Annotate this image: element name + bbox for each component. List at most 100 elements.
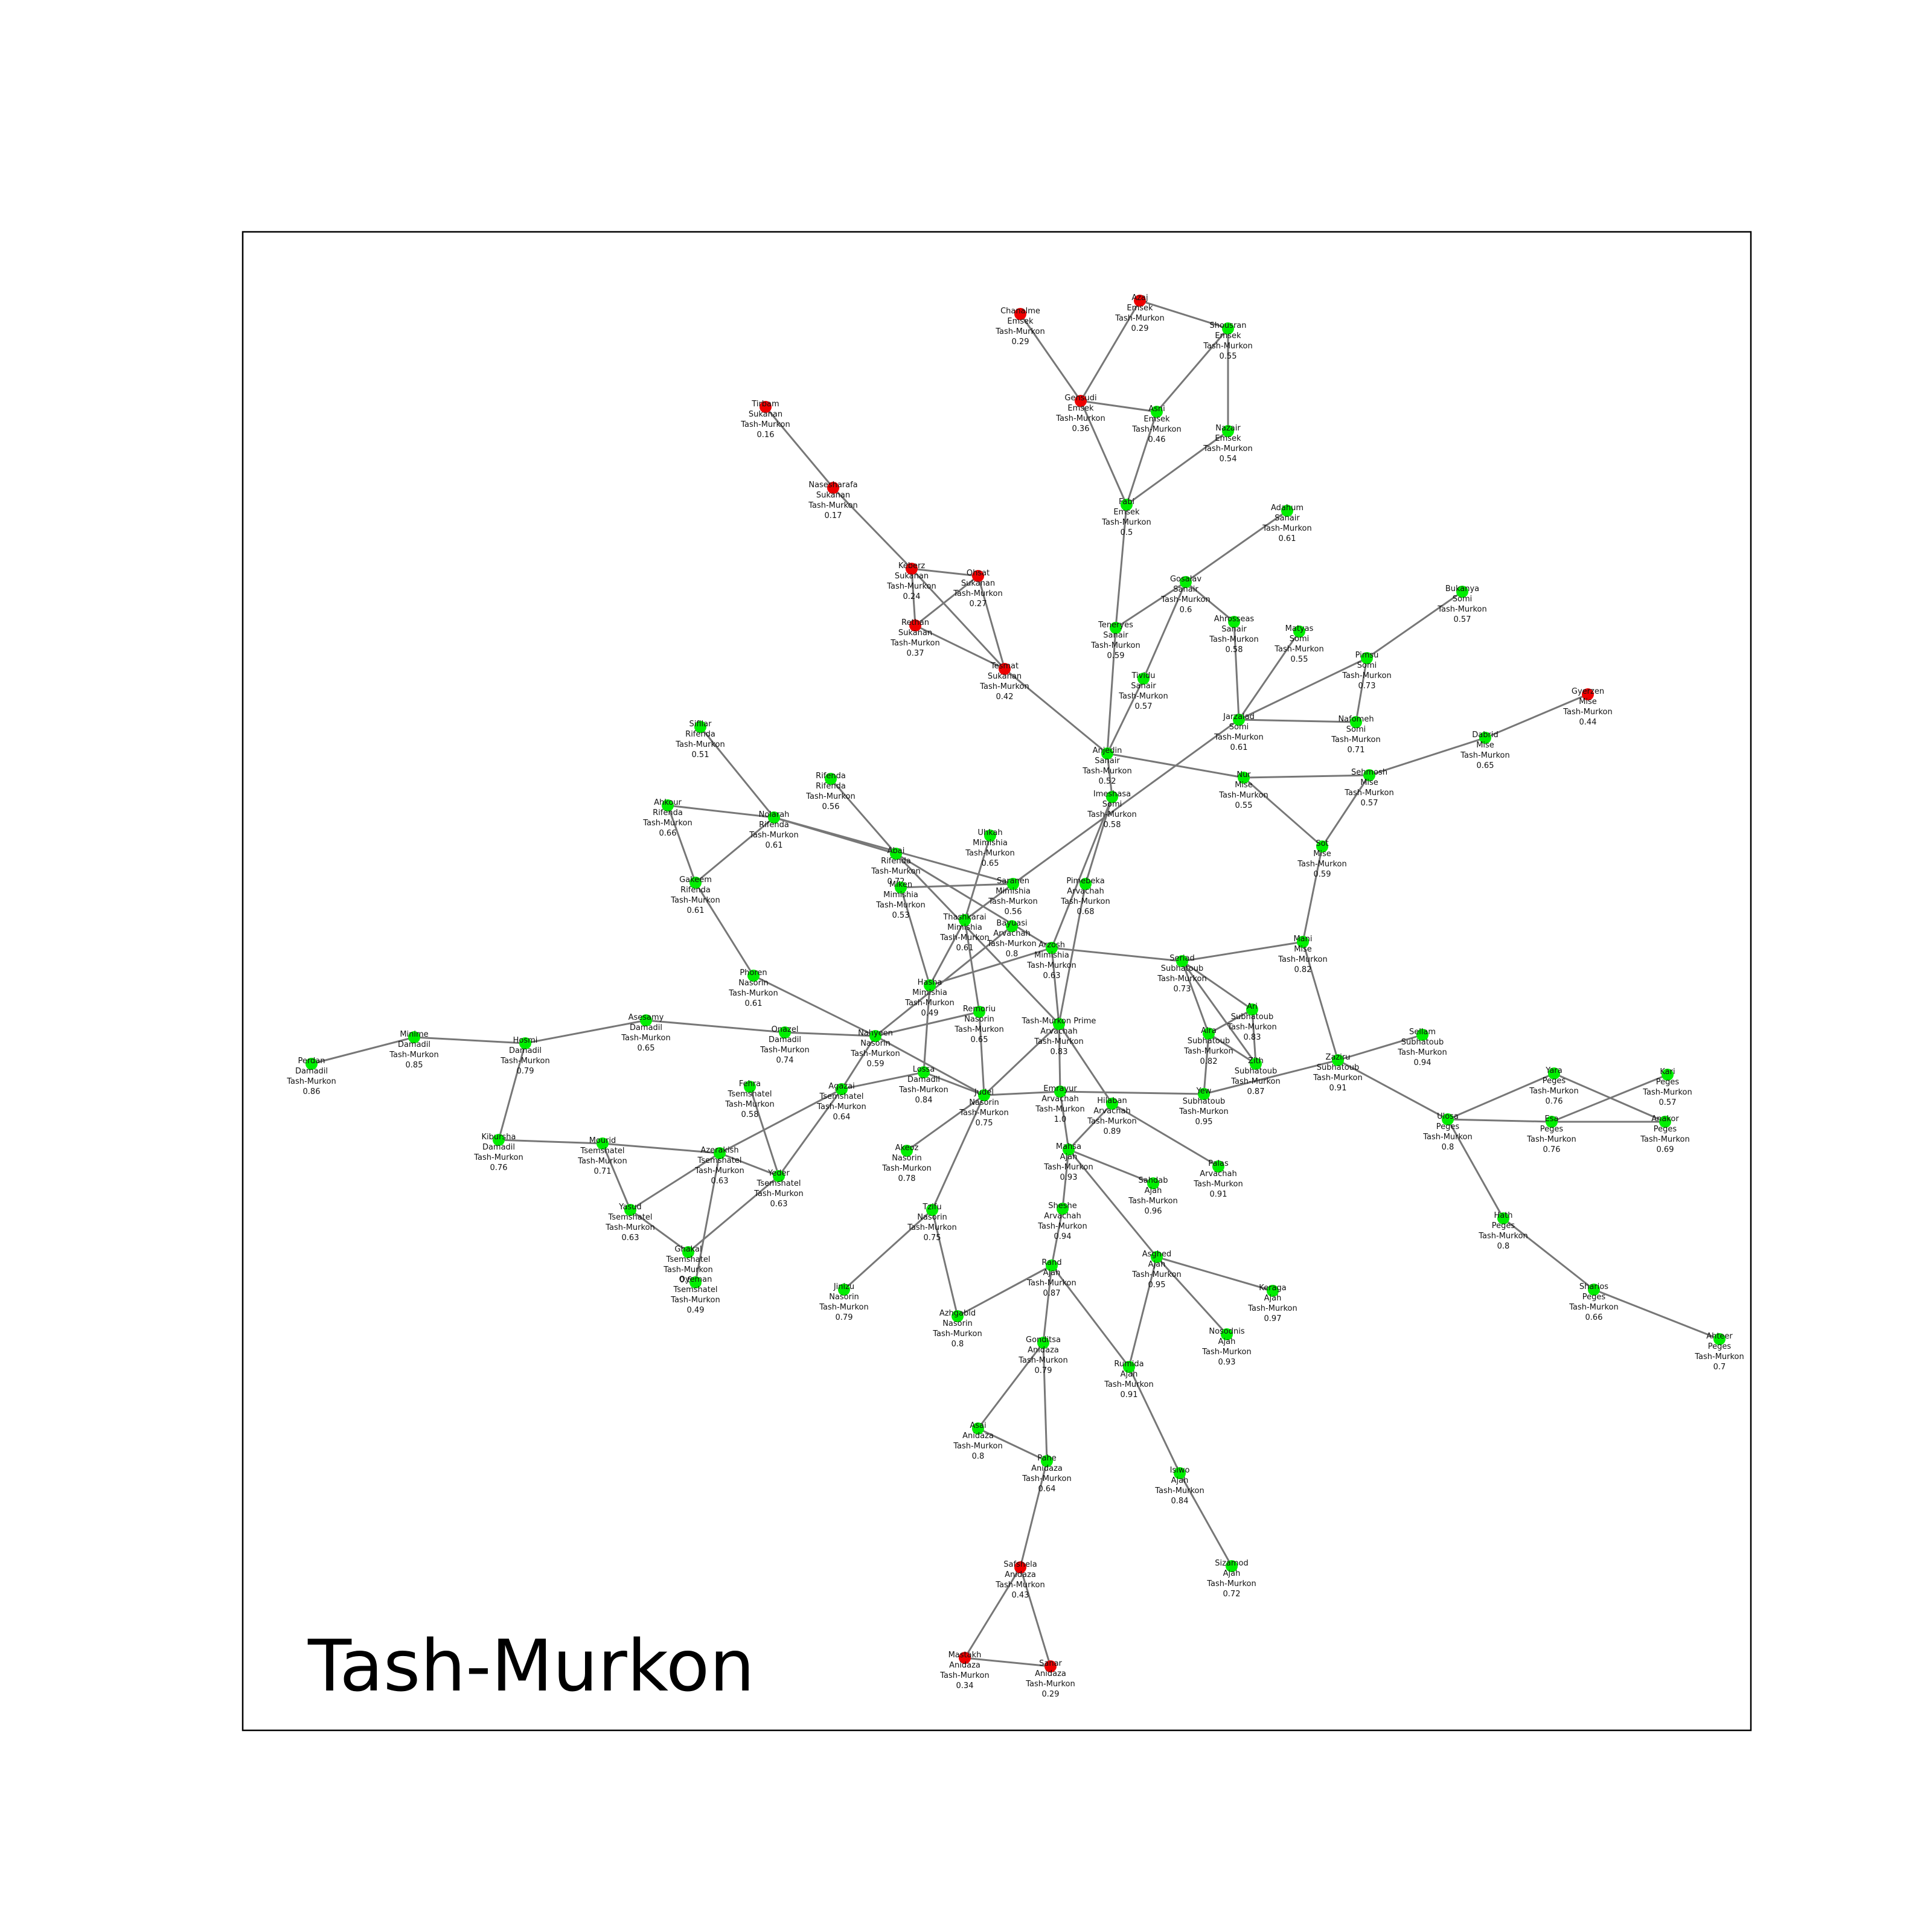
edge-sifilar-nolarah (699, 726, 775, 818)
node-value-sizamod: 0.72 (1223, 1590, 1241, 1599)
edge-thashkarai-hasha (929, 920, 966, 986)
edge-keberz-tesmat (910, 568, 1006, 670)
node-dot-gyerzen (1582, 688, 1594, 700)
edge-gyerzen-dabrid (1485, 693, 1588, 739)
node-region-ghakal: Tash-Murkon (663, 1265, 713, 1275)
edge-kari-esa (1551, 1073, 1668, 1123)
node-group-oyeman: Tsemshatel (673, 1285, 718, 1294)
node-value-thashkarai: 0.61 (956, 944, 974, 953)
node-dot-yeder (773, 1170, 785, 1182)
edge-anjedin-imeshasa (1106, 753, 1113, 798)
edge-safshela-mastakh (964, 1567, 1022, 1659)
node-value-ahkour: 0.66 (659, 829, 677, 838)
node-region-bukanya: Tash-Murkon (1437, 605, 1487, 614)
node-value-ahrosseas: 0.58 (1226, 645, 1243, 654)
node-value-nafomeh: 0.71 (1348, 746, 1365, 755)
edge-nahyeen-remoriu (875, 1011, 980, 1037)
node-region-nolarah: Tash-Murkon (749, 831, 799, 840)
node-region-sifilar: Tash-Murkon (675, 740, 725, 749)
node-value-anjedin: 0.52 (1099, 777, 1116, 786)
node-group-mani: Mise (1294, 945, 1312, 954)
node-group-bukanya: Somi (1453, 595, 1472, 604)
node-region-miken: Tash-Murkon (875, 901, 926, 910)
node-value-hilaban: 0.89 (1104, 1127, 1121, 1136)
node-dot-hasha (924, 979, 936, 991)
node-group-pahe: Anidaza (1031, 1464, 1063, 1473)
node-group-esa: Peges (1540, 1125, 1564, 1134)
node-region-asghed: Tash-Murkon (1131, 1270, 1182, 1279)
node-name-zaziru: Zaziru (1326, 1053, 1351, 1062)
node-group-rethan: Sukanan (898, 629, 932, 638)
node-dot-safshela (1014, 1561, 1026, 1573)
edge-rumida-isiwo (1128, 1366, 1181, 1474)
node-name-nolarah: Nolarah (759, 810, 790, 819)
node-dot-hath (1497, 1212, 1509, 1224)
node-dot-pahe (1041, 1455, 1053, 1467)
node-name-azaj: Azaj (1131, 293, 1148, 302)
node-group-rifenda: Rifenda (816, 782, 846, 791)
edge-keberz-rethan (910, 568, 916, 626)
node-name-remoriu: Remoriu (963, 1005, 996, 1014)
node-region-rethan: Tash-Murkon (890, 639, 940, 648)
node-dot-ohsat (972, 570, 984, 582)
edge-arzosh-tmprime (1051, 947, 1060, 1025)
node-dot-nolarah (768, 811, 780, 824)
edge-gosalav-tividu (1142, 581, 1187, 679)
node-name-mani: Mani (1293, 935, 1312, 944)
edge-nasesharafa-keberz (832, 487, 913, 570)
node-group-tirbam: Sukanan (749, 410, 782, 419)
node-name-yara: Yara (1545, 1066, 1562, 1075)
node-group-perdan: Damadil (295, 1067, 328, 1076)
node-value-ari: 0.83 (1244, 1033, 1261, 1042)
node-dot-emrayur (1054, 1086, 1066, 1098)
edge-fabi-teneryes (1115, 504, 1128, 629)
node-name-kibursha: Kibursha (482, 1133, 516, 1142)
node-name-azerakish: Azerakish (700, 1146, 738, 1155)
edge-tesmat-anjedin (1004, 668, 1108, 755)
node-name-gonditsa: Gonditsa (1026, 1335, 1061, 1345)
node-name-sheshe: Sheshe (1048, 1201, 1077, 1211)
node-region-sot: Tash-Murkon (1297, 860, 1347, 869)
node-group-onazel: Damadil (769, 1035, 801, 1044)
node-dot-minime (408, 1031, 420, 1043)
edge-gonditsa-pahe (1042, 1342, 1048, 1462)
node-name-ohsat: Ohsat (967, 569, 990, 578)
node-dot-isiwo (1174, 1467, 1186, 1479)
node-region-gonditsa: Tash-Murkon (1018, 1356, 1068, 1365)
node-group-ahkour: Rifenda (653, 808, 683, 817)
node-value-asesamy: 0.65 (638, 1044, 655, 1053)
node-value-adahum: 0.61 (1279, 534, 1296, 543)
edge-sharios-ahteer (1593, 1288, 1720, 1340)
node-group-seriad: Subhatoub (1161, 964, 1204, 973)
node-value-sellam: 0.94 (1414, 1058, 1431, 1067)
edge-alra-zith (1208, 1032, 1256, 1065)
node-value-keberz: 0.24 (903, 592, 921, 601)
node-region-nur: Tash-Murkon (1218, 791, 1268, 800)
node-region-onazel: Tash-Murkon (760, 1046, 810, 1055)
node-dot-alra (1203, 1028, 1215, 1040)
node-name-rifenda: Rifenda (816, 772, 846, 781)
edge-agazai-azerakish (719, 1088, 842, 1154)
edge-adahum-gosalav (1185, 510, 1288, 583)
edge-hath-sharios (1503, 1217, 1595, 1291)
edge-zaziru-sellam (1337, 1034, 1423, 1061)
node-group-arzosh: Mimishia (1034, 951, 1069, 960)
edge-mani-zaziru (1302, 941, 1339, 1061)
node-region-gakeem: Tash-Murkon (670, 896, 720, 905)
